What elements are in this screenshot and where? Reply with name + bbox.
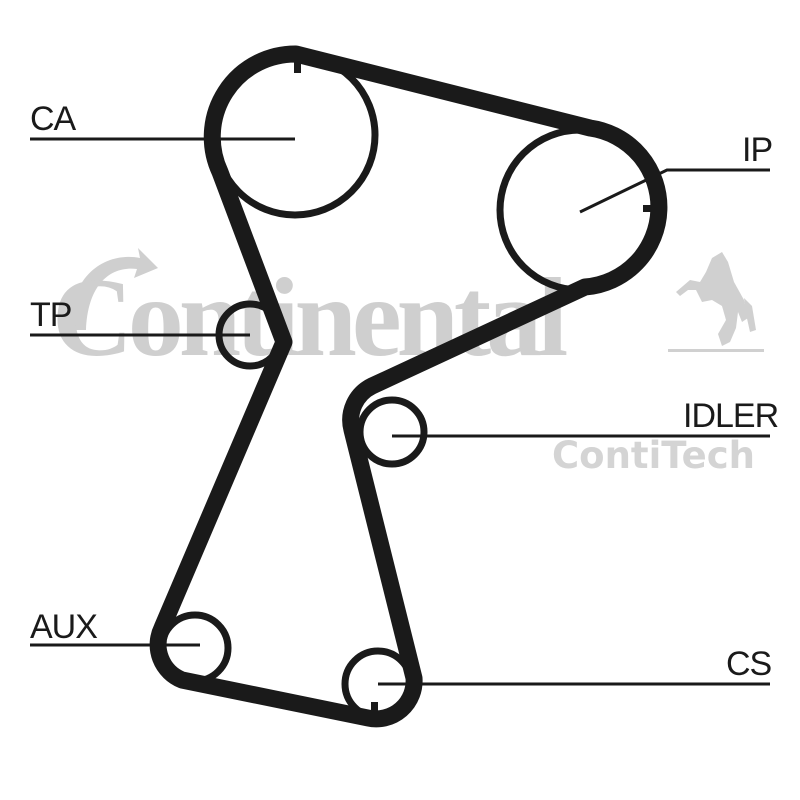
timing-marks xyxy=(294,58,658,717)
label-ca: CA xyxy=(30,100,77,138)
watermark: Continental ContiTech xyxy=(52,248,764,477)
label-tp: TP xyxy=(30,296,71,334)
pulley-labels: CA IP TP IDLER AUX CS xyxy=(30,100,779,683)
continental-wordmark: Continental xyxy=(52,256,567,380)
label-idler: IDLER xyxy=(683,397,778,435)
contitech-wordmark: ContiTech xyxy=(552,434,755,477)
label-aux: AUX xyxy=(30,608,97,646)
continental-swoosh-icon xyxy=(70,248,158,330)
label-ip: IP xyxy=(742,131,772,169)
pulleys xyxy=(158,51,664,721)
leader-line-ip xyxy=(579,168,770,214)
label-cs: CS xyxy=(726,645,772,683)
leader-lines xyxy=(30,137,770,686)
timing-mark-ca xyxy=(294,58,301,73)
timing-belt xyxy=(149,45,668,728)
timing-mark-cs xyxy=(371,702,378,717)
pulley-idler xyxy=(356,396,428,468)
rearing-horse-icon xyxy=(668,252,764,352)
